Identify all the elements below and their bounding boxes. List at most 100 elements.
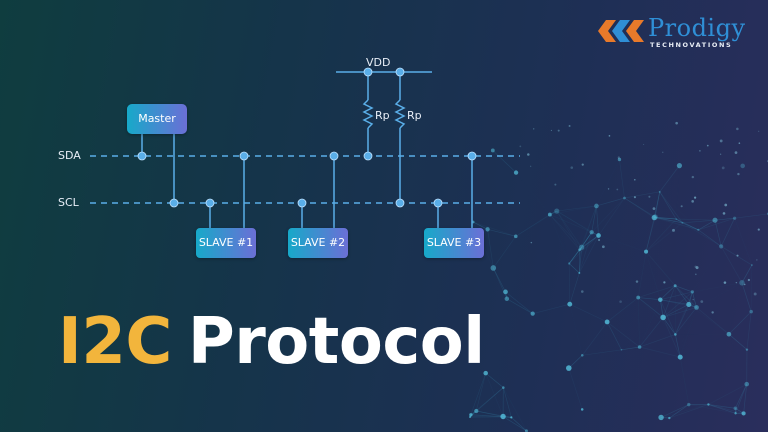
network-link — [475, 373, 487, 412]
network-node — [490, 265, 497, 271]
network-dot — [735, 281, 738, 284]
network-node — [673, 284, 677, 288]
network-dot — [723, 281, 727, 284]
network-link — [568, 235, 599, 264]
network-link — [473, 221, 516, 237]
network-link — [549, 214, 592, 233]
network-link — [639, 317, 664, 348]
network-link — [493, 267, 506, 293]
network-dot — [695, 266, 699, 270]
network-link — [645, 217, 656, 252]
rp1-label: Rp — [375, 109, 390, 122]
network-node — [675, 218, 678, 220]
network-node — [637, 345, 642, 349]
network-node — [668, 416, 671, 420]
network-link — [743, 384, 748, 414]
network-link — [582, 349, 622, 356]
network-link — [679, 357, 690, 405]
network-node — [658, 190, 661, 193]
network-link — [568, 355, 583, 369]
network-link — [579, 235, 599, 251]
network-node — [580, 354, 584, 357]
title-main: Protocol — [187, 305, 485, 379]
network-link — [598, 197, 625, 236]
network-dot — [700, 300, 704, 303]
master-device[interactable]: Master — [127, 104, 187, 134]
network-link — [556, 210, 580, 250]
network-node — [594, 203, 599, 209]
network-dot — [643, 143, 645, 145]
network-link — [659, 299, 664, 318]
network-dot — [568, 124, 571, 127]
network-dot — [633, 196, 636, 199]
network-link — [734, 213, 768, 219]
network-node — [652, 214, 658, 220]
network-node — [483, 370, 488, 376]
network-dot — [736, 254, 739, 257]
network-dot — [758, 130, 760, 132]
network-link — [596, 197, 625, 207]
network-link — [669, 404, 689, 419]
network-dot — [619, 300, 622, 303]
network-dot — [597, 238, 601, 242]
network-node — [604, 319, 610, 325]
network-link — [639, 346, 681, 358]
network-dot — [557, 129, 560, 132]
network-node — [469, 413, 473, 417]
network-link — [735, 384, 748, 414]
network-dot — [680, 205, 683, 208]
network-dot — [554, 183, 557, 186]
network-dot — [581, 163, 584, 166]
network-link — [741, 264, 753, 283]
network-node — [719, 244, 724, 249]
network-link — [581, 205, 597, 248]
network-node — [578, 271, 581, 274]
network-node — [547, 212, 552, 217]
network-node — [734, 412, 737, 415]
network-link — [735, 383, 748, 409]
network-dot — [634, 179, 636, 181]
slave-3-device[interactable]: SLAVE #3 — [424, 228, 484, 258]
network-node — [490, 148, 495, 153]
title-accent: I2C — [58, 305, 172, 379]
network-dot — [652, 207, 656, 210]
network-node — [617, 157, 622, 162]
network-dot — [672, 228, 675, 232]
brand-logo[interactable]: Prodigy TECHNOVATIONS — [592, 12, 762, 52]
network-dot — [527, 153, 530, 156]
network-link — [682, 222, 722, 247]
network-dot — [738, 142, 741, 144]
network-dot — [756, 259, 758, 261]
prodigy-chain-link-icon — [598, 20, 644, 42]
network-link — [708, 404, 736, 409]
network-link — [472, 221, 488, 230]
network-link — [568, 232, 592, 264]
network-link — [654, 217, 683, 224]
network-link — [624, 197, 655, 218]
network-link — [654, 216, 683, 224]
slave-1-device[interactable]: SLAVE #1 — [196, 228, 256, 258]
network-node — [474, 408, 479, 414]
node-slave2-scl — [297, 198, 307, 208]
network-link — [485, 373, 504, 417]
network-link — [714, 220, 722, 247]
network-link — [505, 291, 533, 314]
network-link — [591, 205, 597, 233]
node-slave3-sda — [467, 151, 477, 161]
slave-2-device[interactable]: SLAVE #2 — [288, 228, 348, 258]
network-link — [645, 217, 655, 252]
network-link — [487, 228, 516, 237]
network-link — [637, 297, 640, 348]
network-link — [568, 367, 583, 410]
network-node — [554, 208, 560, 214]
network-dot — [608, 135, 611, 137]
network-link — [698, 219, 716, 231]
network-link — [638, 285, 676, 298]
network-node — [530, 311, 535, 316]
network-link — [645, 218, 677, 252]
node-slave1-scl — [205, 198, 215, 208]
network-link — [485, 372, 504, 388]
network-node — [677, 354, 683, 360]
network-link — [688, 404, 736, 409]
